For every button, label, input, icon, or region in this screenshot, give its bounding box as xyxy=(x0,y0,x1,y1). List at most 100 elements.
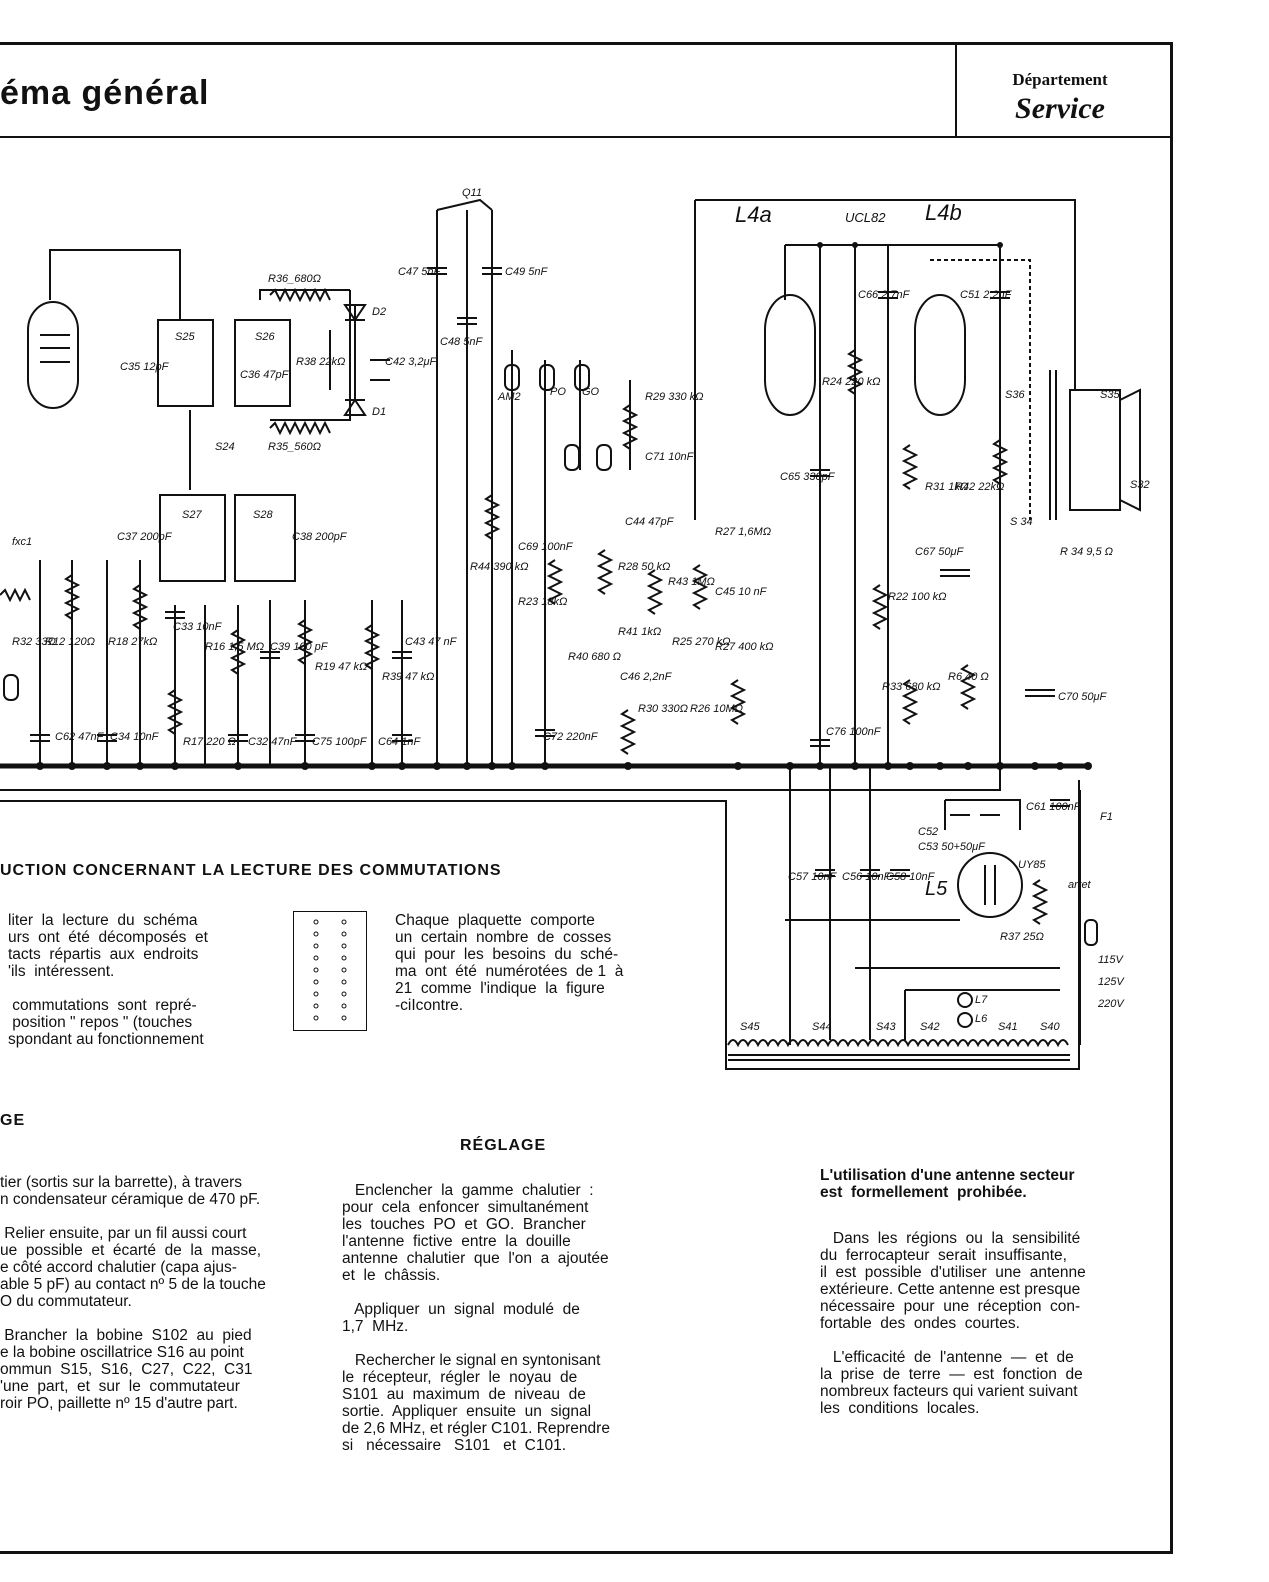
lbl-r24: R24 220 kΩ xyxy=(822,376,881,388)
lbl-r23: R23 18kΩ xyxy=(518,596,567,608)
lbl-c44: C44 47pF xyxy=(625,516,675,528)
lbl-c51: C51 2,2nF xyxy=(960,289,1013,301)
lbl-c47: C47 5nF xyxy=(398,266,441,278)
info-box-right xyxy=(725,800,727,1070)
department-label: Département xyxy=(1012,70,1108,89)
lbl-c61: C61 100nF xyxy=(1026,801,1082,813)
lbl-c64: C64 1nF xyxy=(378,736,421,748)
lbl-l4a: L4a xyxy=(735,202,772,227)
lbl-uy85: UY85 xyxy=(1018,859,1046,871)
lbl-r35: R35_560Ω xyxy=(268,441,321,453)
lbl-l7: L7 xyxy=(975,994,988,1006)
lbl-r36: R36_680Ω xyxy=(268,273,321,285)
lbl-c75: C75 100pF xyxy=(312,736,368,748)
lbl-q11: Q11 xyxy=(462,187,482,199)
lbl-s45: S45 xyxy=(740,1021,760,1033)
uy85-tube xyxy=(957,852,1023,918)
lbl-c39: C39 100 pF xyxy=(270,641,329,653)
instruction-left-text: liter la lecture du schéma urs ont été d… xyxy=(8,912,208,1048)
reglage-left-text: tier (sortis sur la barrette), à travers… xyxy=(0,1174,266,1412)
lbl-r16: R16 1,5 MΩ xyxy=(205,641,264,653)
lbl-r34: R 34 9,5 Ω xyxy=(1060,546,1113,558)
lbl-s42: S42 xyxy=(920,1021,940,1033)
lbl-r27b: R27 400 kΩ xyxy=(715,641,774,653)
schematic-right-border xyxy=(1078,780,1080,1070)
lbl-s34: S 34 xyxy=(1010,516,1033,528)
lbl-s44: S44 xyxy=(812,1021,832,1033)
lbl-s27: S27 xyxy=(182,509,202,521)
tube-l4a xyxy=(764,294,816,416)
lbl-l5: L5 xyxy=(925,878,948,900)
lbl-r37: R37 25Ω xyxy=(1000,931,1044,943)
lbl-r40: R40 680 Ω xyxy=(568,651,621,663)
lbl-c42: C42 3,2μF xyxy=(385,356,438,368)
lbl-r12: R12 120Ω xyxy=(45,636,95,648)
lbl-s41: S41 xyxy=(998,1021,1018,1033)
lbl-c71: C71 10nF xyxy=(645,451,695,463)
lbl-c36: C36 47pF xyxy=(240,369,290,381)
reglage-right-text: Dans les régions ou la sensibilité du fe… xyxy=(820,1230,1086,1417)
lbl-l4b: L4b xyxy=(925,200,962,225)
lbl-c43: C43 47 nF xyxy=(405,636,458,648)
service-label: Service xyxy=(1015,92,1105,125)
page-title: éma général xyxy=(0,74,210,112)
lbl-s24: S24 xyxy=(215,441,235,453)
lbl-f1: F1 xyxy=(1100,811,1113,823)
reglage-left-title: GE xyxy=(0,1112,26,1129)
lbl-r18: R18 27kΩ xyxy=(108,636,157,648)
lbl-c76: C76 100nF xyxy=(826,726,882,738)
lbl-c65: C65 330pF xyxy=(780,471,836,483)
lbl-ucl82: UCL82 xyxy=(845,210,886,225)
lbl-c48: C48 5nF xyxy=(440,336,483,348)
lbl-go: GO xyxy=(582,386,600,398)
lbl-c70: C70 50μF xyxy=(1058,691,1107,703)
terminal-strip-svg xyxy=(313,919,347,1021)
lbl-s36: S36 xyxy=(1005,389,1025,401)
lbl-r27a: R27 1,6MΩ xyxy=(715,526,771,538)
lbl-r43: R43 1MΩ xyxy=(668,576,715,588)
page-frame xyxy=(0,42,1173,1554)
autotransformer xyxy=(727,1039,1069,1048)
lbl-c33: C33 10nF xyxy=(173,621,223,633)
tube-l4b xyxy=(914,294,966,416)
lbl-l6: L6 xyxy=(975,1013,988,1025)
terminal-strip-figure xyxy=(293,911,367,1031)
lbl-c69: C69 100nF xyxy=(518,541,574,553)
lbl-r39: R39 47 kΩ xyxy=(382,671,434,683)
lbl-c45: C45 10 nF xyxy=(715,586,768,598)
instruction-title: UCTION CONCERNANT LA LECTURE DES COMMUTA… xyxy=(0,862,502,879)
lbl-s43: S43 xyxy=(876,1021,896,1033)
lbl-po: PO xyxy=(550,386,566,398)
lbl-c34: C34 10nF xyxy=(110,731,160,743)
header-rule xyxy=(0,136,1170,138)
tube-left xyxy=(27,301,79,409)
lbl-r33: R33 680 kΩ xyxy=(882,681,941,693)
lbl-c38: C38 200pF xyxy=(292,531,348,543)
lbl-220v: 220V xyxy=(1097,998,1125,1010)
lbl-s25: S25 xyxy=(175,331,195,343)
lbl-s28: S28 xyxy=(253,509,273,521)
lbl-r25: R25 270 kΩ xyxy=(672,636,731,648)
lbl-r41: R41 1kΩ xyxy=(618,626,661,638)
lbl-s32: S32 xyxy=(1130,479,1150,491)
lbl-c72: C72 220nF xyxy=(543,731,599,743)
lbl-fxc1: fxc1 xyxy=(12,536,32,548)
resistor-group xyxy=(0,287,1049,925)
lbl-c52: C52 xyxy=(918,826,938,838)
lbl-c49: C49 5nF xyxy=(505,266,548,278)
lbl-s35: S35 xyxy=(1100,389,1120,401)
reglage-title: RÉGLAGE xyxy=(460,1137,547,1154)
lbl-s40: S40 xyxy=(1040,1021,1060,1033)
lbl-s26: S26 xyxy=(255,331,275,343)
lbl-r17: R17 220 Ω xyxy=(183,736,236,748)
lbl-c67: C67 50μF xyxy=(915,546,964,558)
lbl-r26: R26 10MΩ xyxy=(690,703,743,715)
lbl-r44: R44 390 kΩ xyxy=(470,561,529,573)
lbl-r28: R28 50 kΩ xyxy=(618,561,670,573)
instruction-right-text: Chaque plaquette comporte un certain nom… xyxy=(395,912,624,1014)
lbl-r38: R38 22kΩ xyxy=(296,356,345,368)
lbl-r22: R22 100 kΩ xyxy=(888,591,947,603)
lbl-c62: C62 47nF xyxy=(55,731,105,743)
header-divider xyxy=(955,45,957,136)
lbl-d1: D1 xyxy=(372,406,386,418)
